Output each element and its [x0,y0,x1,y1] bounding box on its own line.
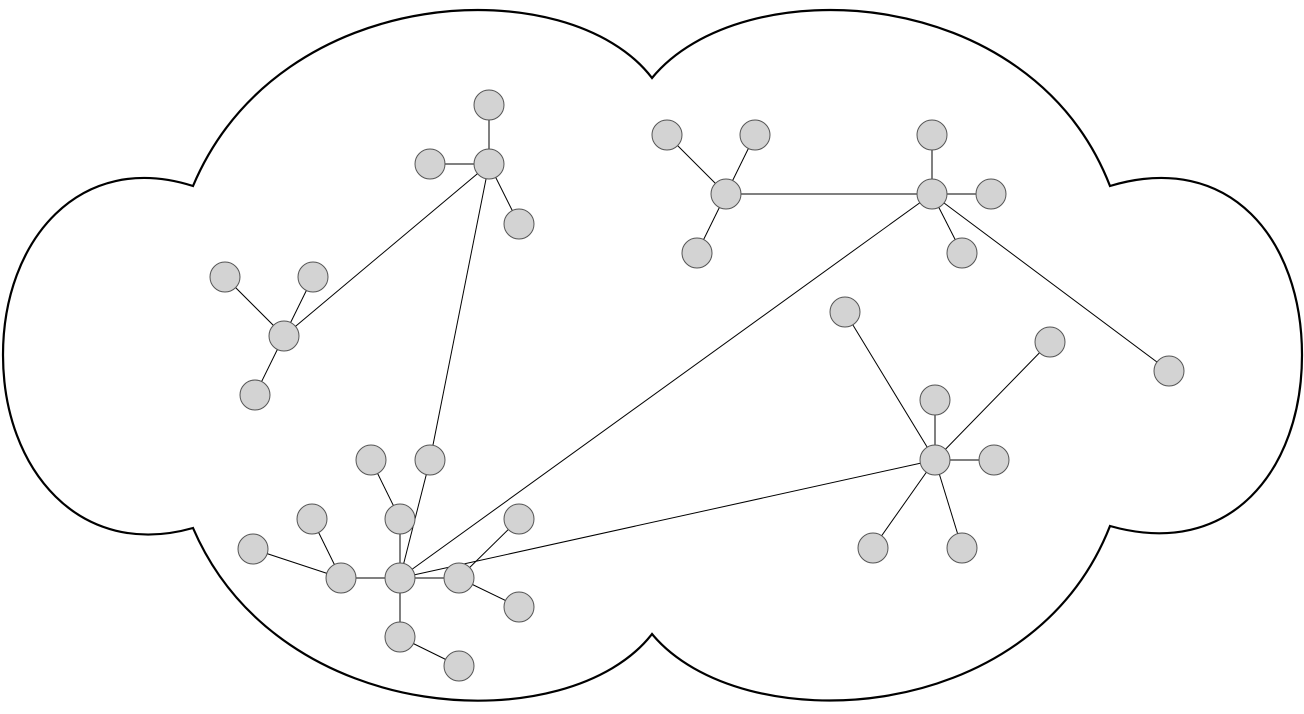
edge-f1-f3 [934,341,1051,461]
node-d4 [946,237,978,269]
node-g2 [384,503,416,535]
node-c3 [739,119,771,151]
cloud-boundary [1,9,1304,702]
node-f4 [919,384,951,416]
node-layer [209,89,1185,682]
node-f3 [1034,326,1066,358]
node-g7 [296,503,328,535]
node-g9 [503,503,535,535]
edge-a1-b1 [283,163,490,337]
edge-f1-g1 [399,459,936,579]
node-g4 [414,444,446,476]
edge-a1-g4 [429,163,490,461]
node-g10 [503,591,535,623]
node-c2 [651,119,683,151]
edge-f1-f2 [844,311,936,461]
node-a2 [473,89,505,121]
node-b3 [297,261,329,293]
node-g11 [384,621,416,653]
node-d2 [916,119,948,151]
node-b1 [268,320,300,352]
node-e1 [1153,355,1185,387]
node-d3 [975,178,1007,210]
node-a3 [414,148,446,180]
node-d1 [916,178,948,210]
node-g1 [384,562,416,594]
node-f1 [919,444,951,476]
edge-d1-e1 [931,193,1170,372]
node-b4 [239,379,271,411]
node-a1 [473,148,505,180]
node-c1 [710,178,742,210]
node-f5 [978,444,1010,476]
node-c4 [681,237,713,269]
node-f6 [857,532,889,564]
node-f2 [829,296,861,328]
node-g6 [237,533,269,565]
edge-d1-g1 [399,193,933,579]
edge-f1-f6 [872,459,936,549]
node-b2 [209,261,241,293]
node-a4 [503,208,535,240]
node-g5 [325,562,357,594]
node-g3 [355,444,387,476]
node-g8 [443,562,475,594]
node-f7 [946,532,978,564]
node-g12 [443,650,475,682]
